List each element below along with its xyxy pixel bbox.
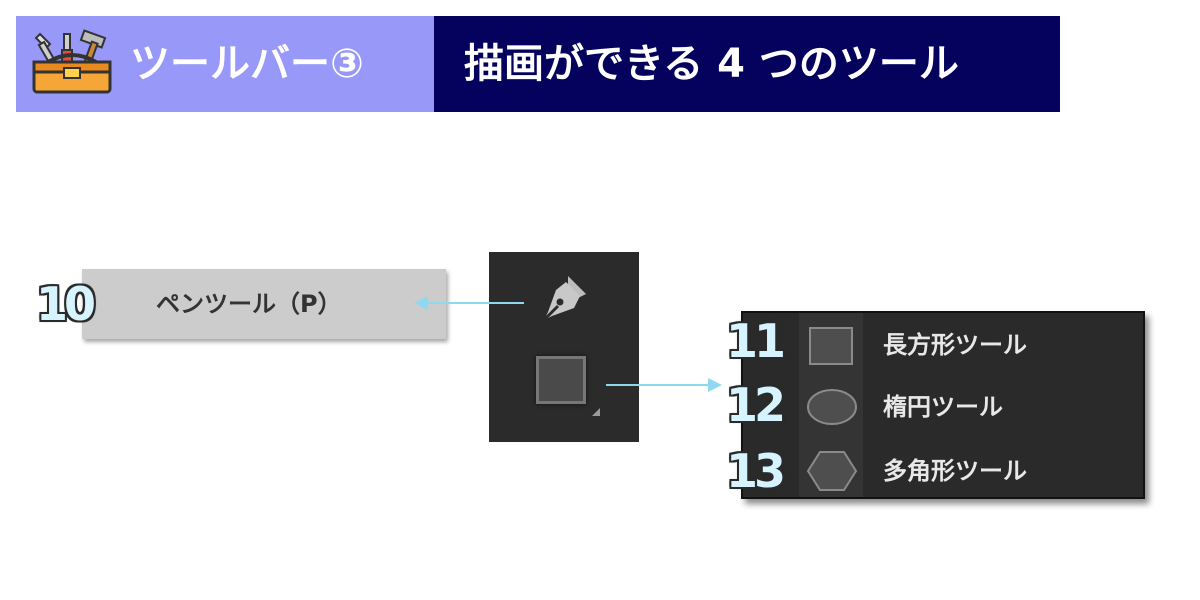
flyout-item-polygon[interactable]: 多角形ツール: [743, 441, 1143, 501]
flyout-indicator-icon: [592, 408, 600, 416]
toolbox-icon: [32, 29, 112, 94]
header-banner: ツールバー③ 描画ができる 4 つのツール: [16, 16, 1060, 112]
callout-number-12: 12: [726, 378, 786, 432]
rectangle-tool-square: [536, 356, 586, 404]
shape-tools-flyout: 長方形ツール 楕円ツール 多角形ツール: [741, 311, 1145, 499]
pen-icon[interactable]: [538, 272, 590, 324]
header-left-panel: ツールバー③: [16, 16, 434, 112]
callout-number-11: 11: [726, 314, 786, 368]
flyout-item-label: 長方形ツール: [883, 331, 1027, 359]
ellipse-icon: [807, 389, 857, 425]
flyout-item-label: 多角形ツール: [883, 457, 1027, 485]
header-right-panel: 描画ができる 4 つのツール: [434, 16, 1060, 112]
pen-tool-label-box: ペンツール（P）: [82, 269, 446, 339]
header-title: ツールバー③: [130, 41, 364, 87]
flyout-item-ellipse[interactable]: 楕円ツール: [743, 377, 1143, 437]
callout-number-10: 10: [36, 277, 96, 331]
rectangle-icon: [809, 327, 853, 365]
pen-tool-label: ペンツール（P）: [156, 290, 342, 318]
flyout-item-rectangle[interactable]: 長方形ツール: [743, 315, 1143, 375]
polygon-icon: [806, 451, 858, 491]
flyout-item-label: 楕円ツール: [883, 393, 1003, 421]
rectangle-tool-icon[interactable]: [530, 352, 600, 416]
header-subtitle: 描画ができる 4 つのツール: [464, 41, 959, 87]
callout-number-13: 13: [726, 444, 786, 498]
